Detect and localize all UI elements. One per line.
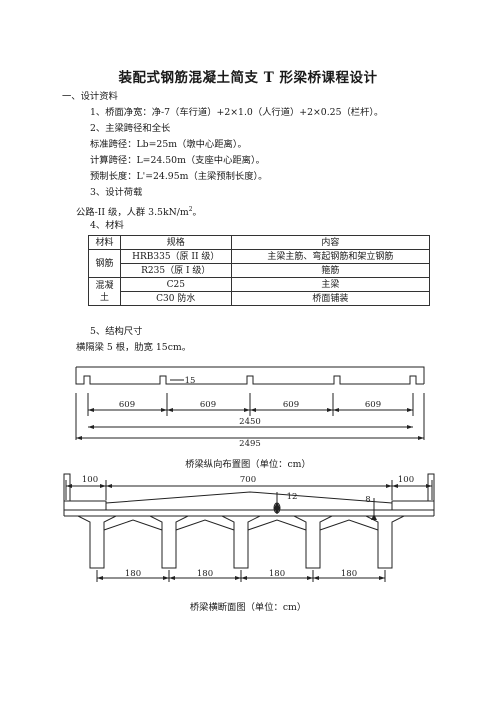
label-span-4: 609 (365, 400, 381, 410)
girder-outline (64, 515, 434, 569)
caption-longitudinal: 桥梁纵向布置图（单位：cm） (185, 459, 311, 470)
cell-spec: HRB335（原 II 级） (119, 249, 232, 264)
item-deck-width: 1、桥面净宽：净-7（车行道）+2×1.0（人行道）+2×0.25（栏杆）。 (90, 107, 384, 118)
item-load-heading: 3、设计荷载 (90, 187, 143, 198)
cell-concrete: 混凝土 (88, 277, 121, 306)
item-structure-heading: 5、结构尺寸 (90, 326, 143, 337)
label-slope-b: 8 (365, 495, 370, 505)
table-row: C30 防水 桥面铺装 (89, 291, 431, 306)
sidewalk-right (391, 500, 435, 511)
caption-cross-section: 桥梁横断面图（单位：cm） (189, 602, 307, 613)
label-right-walk: 100 (398, 475, 414, 485)
cell-spec: R235（原 I 级） (119, 263, 232, 278)
table-row: 材料 规格 内容 (88, 235, 431, 250)
longitudinal-diagram: 15 609 609 609 609 2450 2495 (75, 366, 425, 449)
item-span-heading: 2、主梁跨径和全长 (90, 123, 171, 134)
cell-content: 主梁 (230, 277, 431, 292)
label-span-1: 609 (119, 400, 135, 410)
concrete-line2: 土 (99, 292, 109, 303)
cell-content: 主梁主筋、弯起钢筋和架立钢筋 (230, 249, 431, 264)
cell-steel: 钢筋 (88, 249, 121, 278)
header-content: 内容 (230, 235, 431, 250)
label-total-length: 2495 (239, 439, 261, 449)
cell-content: 桥面铺装 (230, 291, 431, 306)
label-diaphragm-width: 15 (185, 376, 196, 386)
beam-elevation (75, 366, 425, 385)
item-calc-span: 计算跨径：L=24.50m（支座中心距离）。 (90, 155, 265, 166)
concrete-line1: 混凝 (95, 280, 114, 291)
label-spacing-1: 180 (125, 569, 141, 579)
label-left-walk: 100 (82, 475, 98, 485)
header-spec: 规格 (119, 235, 232, 250)
cell-content: 箍筋 (230, 263, 431, 278)
deck-pavement (105, 491, 393, 504)
cross-section-diagram: 100 700 100 12 8 180 180 180 180 (63, 473, 435, 582)
railing-right (427, 473, 435, 502)
item-standard-span: 标准跨径：Lb=25m（墩中心距离）。 (90, 139, 247, 150)
label-spacing-2: 180 (197, 569, 213, 579)
material-table: 材料 规格 内容 钢筋 HRB335（原 II 级） 主梁主筋、弯起钢筋和架立钢… (88, 235, 431, 306)
item-precast-length: 预制长度：L'=24.95m（主梁预制长度）。 (90, 171, 268, 182)
table-row: 混凝土 C25 主梁 (88, 277, 431, 306)
load-text: 公路-II 级，人群 3.5kN/m (76, 207, 189, 219)
table-row: 钢筋 HRB335（原 II 级） 主梁主筋、弯起钢筋和架立钢筋 (88, 249, 431, 278)
label-spacing-4: 180 (341, 569, 357, 579)
load-end: 。 (192, 207, 202, 219)
section-design-data: 一、设计资料 (62, 91, 118, 102)
label-slope-a: 12 (287, 492, 298, 502)
item-material-heading: 4、材料 (90, 220, 124, 231)
label-span-total: 2450 (239, 417, 261, 427)
label-spacing-3: 180 (269, 569, 285, 579)
item-load-value: 公路-II 级，人群 3.5kN/m2。 (76, 204, 202, 219)
label-span-2: 609 (200, 400, 216, 410)
load-superscript: 2 (188, 206, 193, 213)
cell-spec: C25 (119, 277, 232, 292)
header-material: 材料 (88, 235, 121, 250)
label-deck-width: 700 (240, 475, 256, 485)
sidewalk-left (63, 500, 107, 511)
railing-left (63, 473, 71, 502)
page-title: 装配式钢筋混凝土简支 T 形梁桥课程设计 (118, 70, 378, 86)
item-diaphragm: 横隔梁 5 根，肋宽 15cm。 (76, 342, 192, 353)
label-span-3: 609 (283, 400, 299, 410)
cell-spec: C30 防水 (119, 291, 232, 306)
table-row: R235（原 I 级） 箍筋 (89, 263, 431, 278)
